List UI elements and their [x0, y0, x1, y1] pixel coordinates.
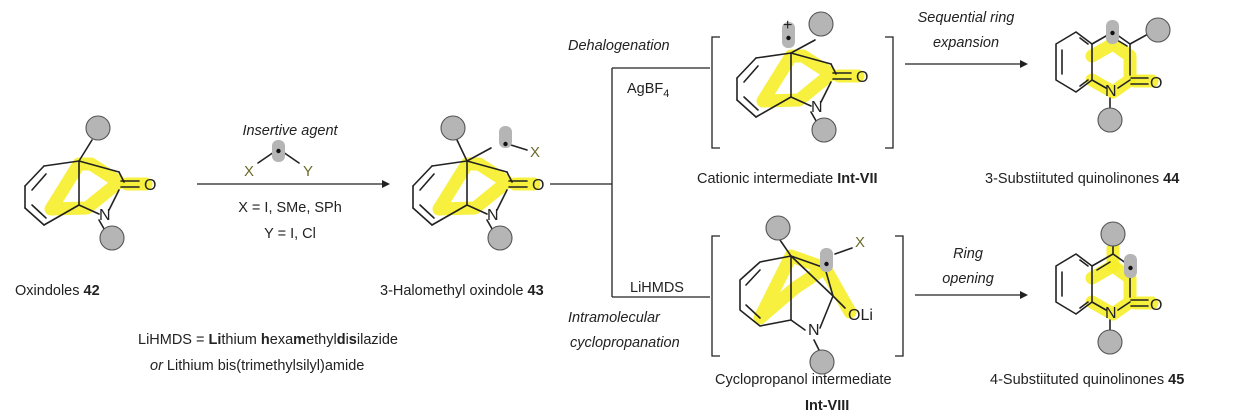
- label-oxindole: Oxindoles 42: [15, 283, 100, 299]
- label-quinolinone-44: 3-Substiituted quinolinones 44: [985, 171, 1179, 187]
- substituent-ball: [809, 349, 835, 375]
- footnote-line1: LiHMDS = Lithium hexamethyldisilazide: [138, 332, 398, 348]
- dehalogenation-label: Dehalogenation: [568, 38, 670, 54]
- svg-text:X: X: [244, 163, 254, 180]
- molecule-quinolinone-44: O N: [1055, 17, 1171, 133]
- insertive-agent-structure: X Y: [244, 140, 313, 180]
- label-quinolinone-45: 4-Substiituted quinolinones 45: [990, 372, 1184, 388]
- footnote-line2: or Lithium bis(trimethylsilyl)amide: [150, 358, 364, 374]
- agbf4-label: AgBF4: [627, 81, 669, 100]
- mech-line2: cyclopropanation: [570, 335, 680, 351]
- substituent-ball: [808, 11, 834, 37]
- svg-text:O: O: [856, 69, 868, 86]
- svg-text:O: O: [1150, 75, 1162, 92]
- svg-text:N: N: [1105, 305, 1117, 322]
- substituent-ball: [99, 225, 125, 251]
- svg-text:expansion: expansion: [933, 35, 999, 51]
- substituent-ball: [1100, 221, 1126, 247]
- substituent-ball: [1097, 329, 1123, 355]
- svg-text:X: X: [855, 234, 865, 251]
- molecule-cationic-int-vii: + O N: [736, 11, 868, 143]
- x-definition: X = I, SMe, SPh: [238, 200, 342, 216]
- svg-text:N: N: [811, 99, 823, 116]
- molecule-halomethyl-43: O N X: [412, 115, 544, 251]
- svg-text:OLi: OLi: [848, 307, 873, 324]
- bracket-int-vii: [711, 36, 894, 149]
- svg-text:O: O: [532, 177, 544, 194]
- lihmds-label: LiHMDS: [630, 280, 684, 296]
- svg-text:opening: opening: [942, 271, 994, 287]
- substituent-ball: [487, 225, 513, 251]
- bracket-int-viii: [711, 235, 904, 357]
- substituent-ball: [765, 215, 791, 241]
- label-cyclopropanol: Cyclopropanol intermediate: [715, 372, 892, 388]
- svg-text:N: N: [487, 207, 499, 224]
- svg-text:O: O: [1150, 297, 1162, 314]
- label-int-viii: Int-VIII: [805, 398, 849, 414]
- svg-text:Sequential ring: Sequential ring: [918, 10, 1015, 26]
- label-cationic: Cationic intermediate Int-VII: [697, 171, 878, 187]
- svg-text:N: N: [808, 322, 820, 339]
- atom-o: O: [144, 177, 156, 194]
- svg-text:Y: Y: [303, 163, 313, 180]
- substituent-ball: [1145, 17, 1171, 43]
- label-halomethyl: 3-Halomethyl oxindole 43: [380, 283, 544, 299]
- insertive-agent-label: Insertive agent: [242, 123, 338, 139]
- svg-text:X: X: [530, 144, 540, 161]
- molecule-quinolinone-45: O N: [1055, 221, 1162, 355]
- substituent-ball: [440, 115, 466, 141]
- atom-n: N: [99, 207, 111, 224]
- molecule-cyclopropanol-int-viii: N OLi X: [739, 215, 873, 375]
- substituent-ball: [1097, 107, 1123, 133]
- substituent-ball: [811, 117, 837, 143]
- mech-line1: Intramolecular: [568, 310, 661, 326]
- y-definition: Y = I, Cl: [264, 226, 316, 242]
- svg-text:N: N: [1105, 83, 1117, 100]
- svg-text:Ring: Ring: [953, 246, 983, 262]
- molecule-oxindole-42: O N: [24, 115, 156, 251]
- svg-text:+: +: [783, 17, 792, 34]
- substituent-ball: [85, 115, 111, 141]
